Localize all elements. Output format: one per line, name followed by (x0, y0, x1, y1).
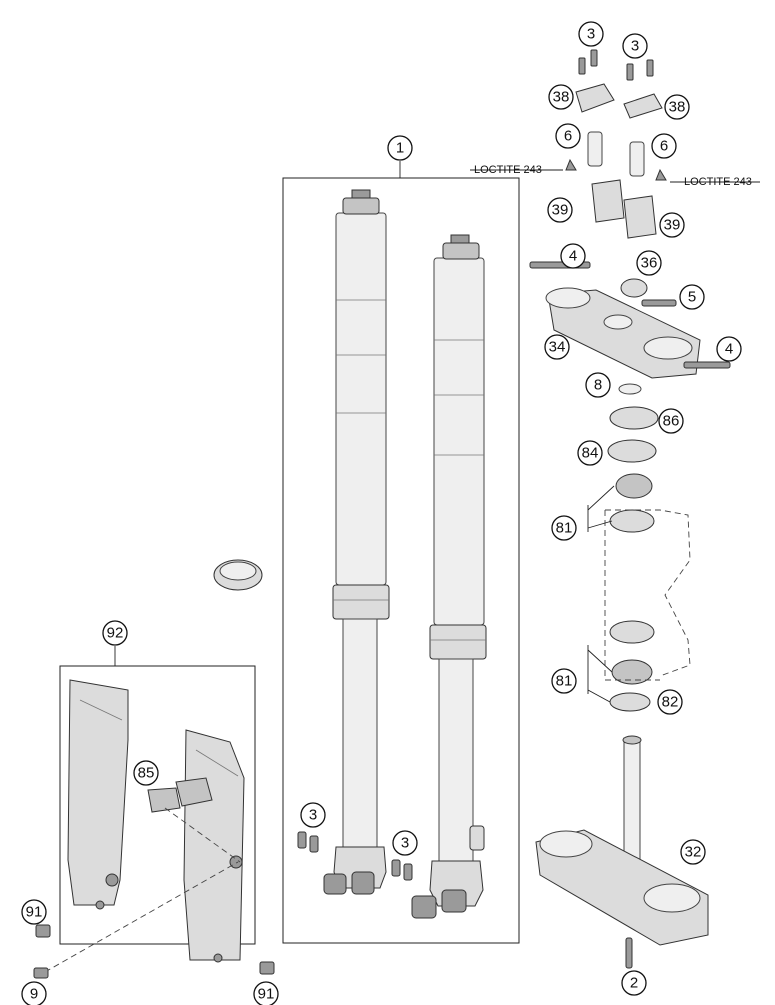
screws-3-right (391, 859, 413, 881)
fork-guard-right (175, 729, 245, 963)
loctite-note-left: LOCTITE 243 (474, 164, 542, 176)
callout-86-label: 86 (663, 413, 680, 430)
callout-91-right: 91 (253, 981, 279, 1005)
callout-9: 9 (21, 981, 47, 1005)
callout-3-top-right: 3 (622, 33, 648, 59)
dust-cover-86 (609, 406, 659, 430)
callout-34: 34 (544, 334, 570, 360)
handlebar-clamp-38-left (575, 83, 615, 113)
o-ring-8 (618, 383, 642, 395)
callout-6-right-label: 6 (660, 138, 668, 155)
callout-38-right: 38 (664, 94, 690, 120)
callout-2: 2 (621, 970, 647, 996)
callout-81-upper-label: 81 (556, 520, 573, 537)
callout-82: 82 (657, 689, 683, 715)
callout-81-lower-label: 81 (556, 673, 573, 690)
callout-34-label: 34 (549, 339, 566, 356)
callout-38-left: 38 (548, 84, 574, 110)
callout-6-right: 6 (651, 133, 677, 159)
callout-1: 1 (387, 135, 413, 161)
guard-dash-line-1 (164, 807, 241, 863)
callout-32-label: 32 (685, 844, 702, 861)
callout-2-label: 2 (630, 975, 638, 992)
callout-81-upper: 81 (551, 515, 577, 541)
callout-92-label: 92 (107, 625, 124, 642)
callout-85-label: 85 (138, 765, 155, 782)
lower-triple-clamp (535, 735, 709, 969)
upper-triple-clamp (529, 261, 731, 379)
frame-head-outline (604, 509, 691, 681)
fork-assembly-frame (282, 177, 520, 944)
callout-3-fork-right: 3 (392, 830, 418, 856)
callout-84: 84 (577, 440, 603, 466)
callout-39-right: 39 (659, 212, 685, 238)
bearing-seal-82 (609, 692, 651, 712)
callout-4-left: 4 (560, 243, 586, 269)
callout-38-right-label: 38 (669, 99, 686, 116)
callout-86: 86 (658, 408, 684, 434)
bearing-81-upper (615, 473, 653, 499)
callout-3-top-right-label: 3 (631, 38, 639, 55)
fork-guard-frame (59, 665, 256, 945)
loctite-drop-left (565, 158, 577, 171)
callout-3-top-left: 3 (578, 21, 604, 47)
callout-6-left: 6 (555, 123, 581, 149)
handlebar-support-39-right (623, 195, 657, 239)
screw-91-right (259, 961, 275, 975)
guard-dash-line-2 (44, 861, 239, 973)
callout-6-left-label: 6 (564, 128, 572, 145)
callout-32: 32 (680, 839, 706, 865)
screw-9 (33, 967, 49, 979)
bearing-seal-84 (607, 439, 657, 463)
callout-81-lower: 81 (551, 668, 577, 694)
callout-1-label: 1 (396, 140, 404, 157)
callout-4-left-label: 4 (569, 248, 577, 265)
callout-39-left-label: 39 (552, 202, 569, 219)
callout-9-label: 9 (30, 986, 38, 1003)
loctite-drop-right (655, 168, 667, 181)
callout-91-left-label: 91 (26, 904, 43, 921)
screws-3-left (297, 831, 319, 853)
callout-84-label: 84 (582, 445, 599, 462)
loctite-note-right: LOCTITE 243 (684, 176, 752, 188)
callout-3-top-left-label: 3 (587, 26, 595, 43)
fork-leg-right (411, 234, 487, 919)
callout-36-label: 36 (641, 255, 658, 272)
handlebar-support-39-left (591, 179, 625, 223)
handlebar-clamp-38-right (623, 93, 663, 119)
callout-3-fork-left: 3 (300, 802, 326, 828)
bolt-6-left (587, 131, 603, 167)
fork-guard-left (67, 679, 129, 910)
guard-clamp-85 (147, 787, 181, 813)
bearing-race-81-upper (609, 509, 655, 533)
bolt-6-right (629, 141, 645, 177)
loose-ring-part (213, 559, 263, 591)
callout-91-left: 91 (21, 899, 47, 925)
callout-4-right-label: 4 (725, 341, 733, 358)
callout-3-fork-left-label: 3 (309, 807, 317, 824)
callout-5-label: 5 (688, 289, 696, 306)
steering-nut-36 (620, 278, 648, 298)
callout-85: 85 (133, 760, 159, 786)
callout-5: 5 (679, 284, 705, 310)
handlebar-clamp-screws-top (578, 49, 654, 81)
callout-92: 92 (102, 620, 128, 646)
leader-lines (114, 161, 760, 703)
fork-leg-left (323, 189, 390, 895)
callout-38-left-label: 38 (553, 89, 570, 106)
callout-82-label: 82 (662, 694, 679, 711)
callout-39-right-label: 39 (664, 217, 681, 234)
screw-91-left (35, 924, 51, 938)
bearing-race-81-lower (609, 620, 655, 644)
callout-36: 36 (636, 250, 662, 276)
callout-91-right-label: 91 (258, 986, 275, 1003)
callout-8-label: 8 (594, 377, 602, 394)
callout-8: 8 (585, 372, 611, 398)
callout-3-fork-right-label: 3 (401, 835, 409, 852)
callout-39-left: 39 (547, 197, 573, 223)
callout-4-right: 4 (716, 336, 742, 362)
